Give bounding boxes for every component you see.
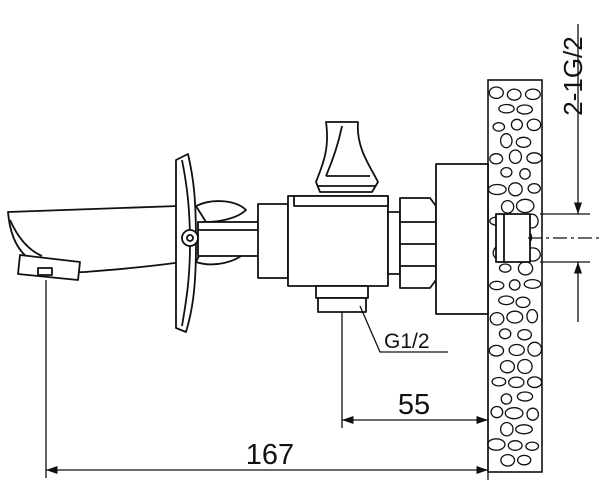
wall-stone (508, 279, 521, 291)
wall-outline (487, 79, 543, 473)
wall-stone (489, 311, 505, 326)
wall-stone (498, 328, 512, 340)
dimension-lines (45, 24, 600, 480)
wall-stone (492, 122, 506, 132)
wall-stone (515, 424, 533, 435)
wall-stone (508, 149, 523, 165)
wall-stone (526, 407, 540, 421)
wall-stone (519, 168, 531, 180)
wall-stone (499, 421, 514, 437)
wall-stone (517, 328, 533, 341)
wall-stone (500, 393, 513, 405)
bottom-outlet (317, 297, 367, 313)
label-thread-wall-connection: 2-1G/2 (558, 36, 588, 116)
wall-stone (498, 103, 515, 114)
dimension-overall-length: 167 (246, 439, 294, 471)
wall-stone (526, 376, 543, 389)
wall-stone (517, 358, 533, 375)
label-thread-outlet: G1/2 (384, 330, 430, 353)
g12-leader (359, 305, 448, 353)
wall-stone (510, 118, 524, 131)
wall-stone (515, 198, 535, 214)
wall-stone (526, 308, 539, 324)
wall-stone (525, 441, 540, 451)
wall-stone (516, 104, 534, 115)
wall-stone (506, 310, 524, 324)
wall-stone (516, 391, 534, 402)
wall-stone (526, 118, 542, 132)
wall-stone (507, 440, 523, 451)
spout (7, 205, 183, 281)
connecting-pipe (197, 221, 261, 257)
wall-stone (488, 86, 504, 100)
diverter-knob[interactable] (315, 121, 379, 193)
wall-stone (508, 343, 525, 357)
wall-stone-texture (487, 86, 543, 467)
wall-stone (498, 263, 512, 273)
wall-stone (523, 278, 542, 290)
wall-stone (508, 376, 525, 389)
wall-stone (499, 133, 513, 149)
wall-stone (516, 454, 532, 466)
wall-stone (527, 183, 541, 194)
wall-stone (524, 88, 541, 101)
wall-stone (515, 136, 532, 148)
wall-flange (435, 163, 489, 315)
wall-stone (507, 182, 523, 197)
wall-stone (526, 152, 543, 164)
aerator-slot (37, 267, 53, 276)
wall-stone (489, 153, 504, 165)
diverter-valve-body (257, 121, 531, 315)
wall-stone (500, 453, 516, 467)
wall-stone (500, 166, 513, 178)
wall-stone (506, 88, 522, 101)
wall-stone (499, 359, 516, 374)
wall-stone (488, 344, 505, 357)
wall-stone (515, 296, 531, 309)
wall-stone (498, 295, 515, 306)
hex-nut (399, 197, 437, 289)
wall-section (487, 79, 543, 473)
wall-stone (504, 407, 524, 420)
spout-bevel-line (9, 219, 43, 257)
wall-stone (491, 376, 507, 387)
wall-inlet (495, 213, 531, 263)
wall-stone (489, 280, 505, 291)
wall-stone (527, 341, 543, 357)
dimension-outlet-offset: 55 (398, 389, 430, 421)
wall-stone (490, 405, 504, 419)
